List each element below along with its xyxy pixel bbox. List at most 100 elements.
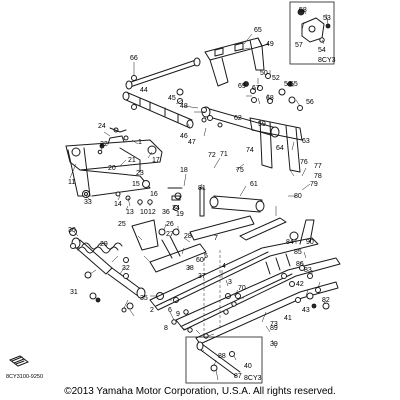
callout-label: 80 bbox=[294, 193, 302, 200]
copyright-notice: ©2013 Yamaha Motor Corporation, U.S.A. A… bbox=[64, 386, 336, 397]
inset-code-top: 8CY3 bbox=[318, 57, 336, 64]
callout-label: 21 bbox=[128, 157, 136, 164]
callout-label: 54 bbox=[318, 47, 326, 54]
callout-label: 41 bbox=[284, 315, 292, 322]
callout-label: 47 bbox=[188, 139, 196, 146]
callout-label: 39 bbox=[270, 341, 278, 348]
callout-label: 84 bbox=[286, 239, 294, 246]
shock-absorber bbox=[69, 228, 146, 313]
callout-label: 72 bbox=[208, 152, 216, 159]
callout-label: 25 bbox=[118, 221, 126, 228]
callout-label: 26 bbox=[166, 221, 174, 228]
callout-label: 49 bbox=[266, 41, 274, 48]
callout-label: 22 bbox=[100, 141, 108, 148]
inset-box-top: 8CY3 bbox=[289, 1, 336, 65]
callout-label: 4 bbox=[222, 263, 226, 270]
callout-label: 73 bbox=[270, 321, 278, 328]
callout-label: 5 bbox=[204, 253, 208, 260]
callout-label: 56 bbox=[306, 99, 314, 106]
callout-label: 44 bbox=[140, 87, 148, 94]
callout-label: 3 bbox=[228, 279, 232, 286]
callout-label: 78 bbox=[314, 173, 322, 180]
callout-label: 2 bbox=[150, 307, 154, 314]
callout-label: 86 bbox=[296, 261, 304, 268]
callout-label: 83 bbox=[304, 267, 312, 274]
callout-label: 6 bbox=[168, 307, 172, 314]
upper-arm-assembly bbox=[122, 37, 303, 173]
callout-label: 16 bbox=[150, 191, 158, 198]
callout-label: 35 bbox=[140, 295, 148, 302]
slide-rails bbox=[149, 217, 341, 345]
callout-label: 14 bbox=[114, 201, 122, 208]
callout-label: 69 bbox=[238, 83, 246, 90]
callout-label: 31 bbox=[70, 289, 78, 296]
callout-label: 17 bbox=[152, 157, 160, 164]
callout-label: 57 bbox=[295, 42, 303, 49]
callout-label: 76 bbox=[300, 159, 308, 166]
callout-label: 67 bbox=[252, 85, 260, 92]
callout-label: 59 bbox=[258, 121, 266, 128]
callout-label: 90 bbox=[306, 239, 314, 246]
drawing-code: 8CY3100-9250 bbox=[6, 374, 43, 380]
callout-label: 66 bbox=[130, 55, 138, 62]
callout-label: 37 bbox=[198, 273, 206, 280]
callout-label: 82 bbox=[322, 297, 330, 304]
leader-lines bbox=[69, 9, 329, 381]
callout-label: 10 bbox=[140, 209, 148, 216]
callout-label: 85 bbox=[294, 249, 302, 256]
callout-label: 88 bbox=[218, 353, 226, 360]
callout-label: 19 bbox=[176, 211, 184, 218]
callout-label: 8 bbox=[164, 325, 168, 332]
inset-box-bottom: 8CY3 bbox=[185, 336, 263, 384]
middle-linkage bbox=[131, 195, 265, 339]
callout-label: 71 bbox=[220, 151, 228, 158]
callout-label: 27 bbox=[166, 231, 174, 238]
callout-label: 55 bbox=[290, 81, 298, 88]
callout-label: 12 bbox=[148, 209, 156, 216]
callout-label: 87 bbox=[234, 373, 242, 380]
callout-label: 30 bbox=[68, 227, 76, 234]
callout-label: 51 bbox=[284, 81, 292, 88]
callout-label: 61 bbox=[250, 181, 258, 188]
callout-label: 29 bbox=[100, 241, 108, 248]
callout-label: 48 bbox=[180, 103, 188, 110]
callout-label: 64 bbox=[276, 145, 284, 152]
callout-label: 11 bbox=[68, 179, 75, 186]
callout-label: 43 bbox=[302, 307, 310, 314]
callout-label: 65 bbox=[254, 27, 262, 34]
callout-label: 68 bbox=[266, 95, 274, 102]
callout-label: 62 bbox=[234, 115, 242, 122]
callout-label: 7 bbox=[214, 235, 218, 242]
front-arm-assembly bbox=[65, 127, 205, 217]
callout-label: 58 bbox=[299, 7, 307, 14]
callout-label: 1 bbox=[138, 139, 142, 146]
callout-label: 50 bbox=[260, 70, 268, 77]
callout-label: 77 bbox=[314, 163, 322, 170]
callout-label: 70 bbox=[238, 285, 246, 292]
callout-label: 18 bbox=[180, 167, 188, 174]
callout-label: 38 bbox=[186, 265, 194, 272]
callout-label: 53 bbox=[323, 15, 331, 22]
callout-label: 24 bbox=[98, 123, 106, 130]
callout-label: 32 bbox=[122, 265, 130, 272]
callout-label: 45 bbox=[168, 95, 176, 102]
callout-label: 52 bbox=[272, 75, 280, 82]
callout-label: 75 bbox=[236, 167, 244, 174]
callout-label: 23 bbox=[136, 170, 144, 177]
callout-label: 81 bbox=[198, 185, 206, 192]
callout-label: 89 bbox=[270, 325, 278, 332]
callout-label: 34 bbox=[172, 205, 180, 212]
callout-label: 33 bbox=[84, 199, 92, 206]
callout-label: 60 bbox=[196, 257, 204, 264]
callout-label: 79 bbox=[310, 181, 318, 188]
callout-label: 42 bbox=[296, 281, 304, 288]
callout-label: 9 bbox=[176, 311, 180, 318]
callout-label: 13 bbox=[126, 209, 134, 216]
callout-label: 15 bbox=[132, 181, 140, 188]
callout-label: 74 bbox=[246, 147, 254, 154]
inset-code-bottom: 8CY3 bbox=[244, 375, 262, 382]
callout-label: 40 bbox=[244, 363, 252, 370]
callout-label: 28 bbox=[184, 233, 192, 240]
callout-label: 36 bbox=[162, 209, 170, 216]
